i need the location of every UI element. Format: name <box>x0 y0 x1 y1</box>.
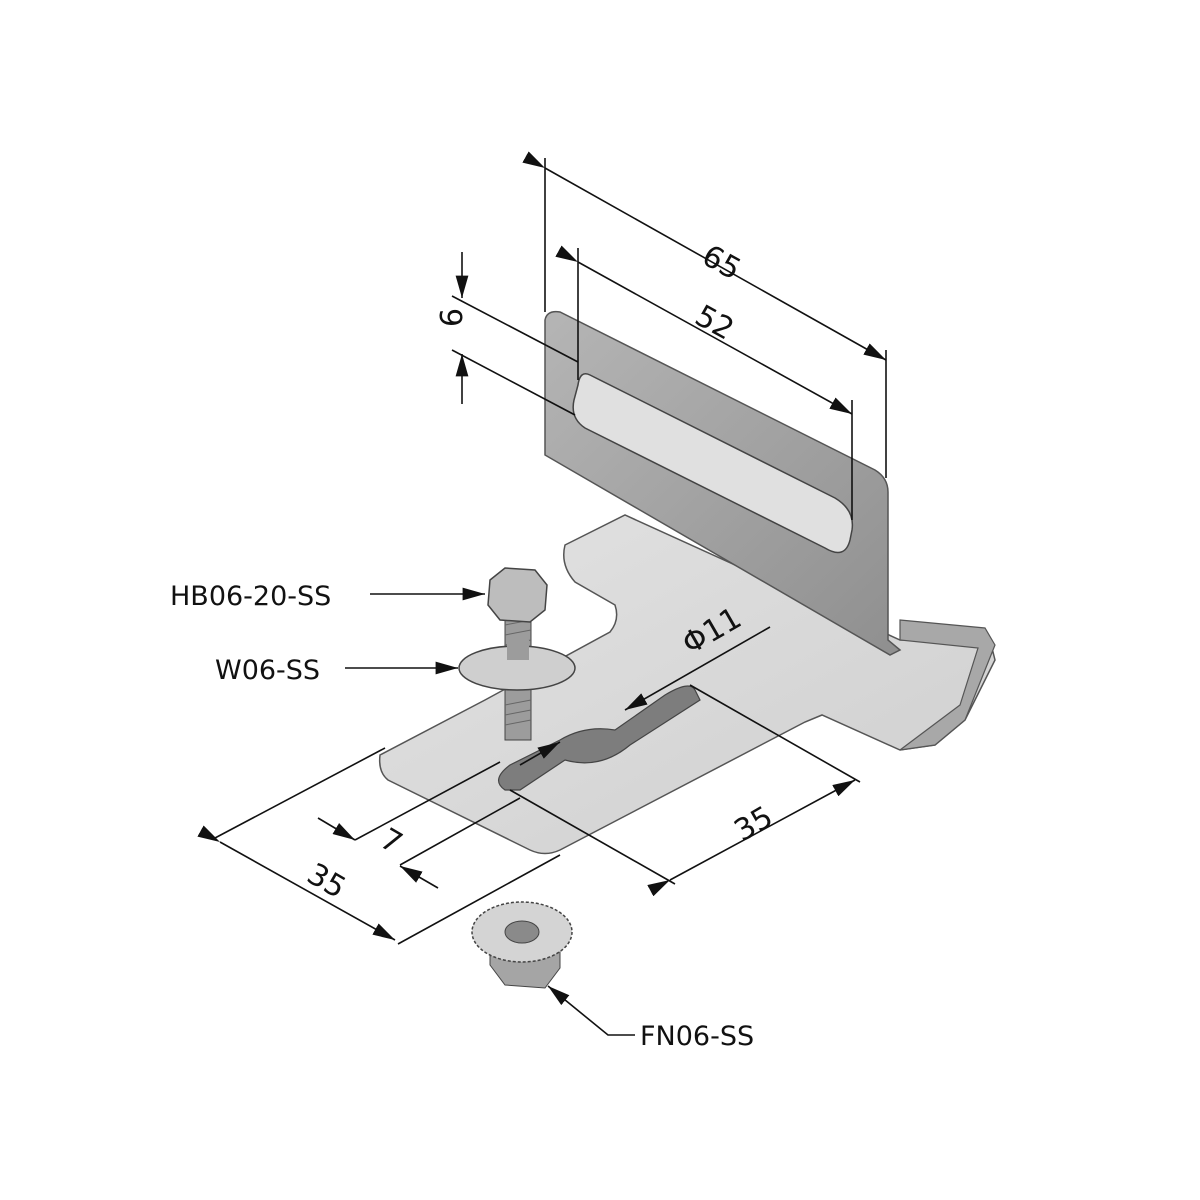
label-nut: FN06-SS <box>640 1021 754 1052</box>
label-bolt: HB06-20-SS <box>170 581 331 612</box>
base-plate <box>378 514 996 855</box>
dim-52: 52 <box>689 298 739 347</box>
dim-35-left: 35 <box>301 857 352 906</box>
keyhole-slot <box>498 685 701 791</box>
dim-65: 65 <box>696 238 746 287</box>
base-flange <box>899 619 996 751</box>
label-washer: W06-SS <box>215 655 320 686</box>
flange-nut <box>471 901 573 989</box>
dim-9: 9 <box>432 308 467 327</box>
bolt-head <box>487 567 548 623</box>
dim-35-right: 35 <box>729 800 780 849</box>
